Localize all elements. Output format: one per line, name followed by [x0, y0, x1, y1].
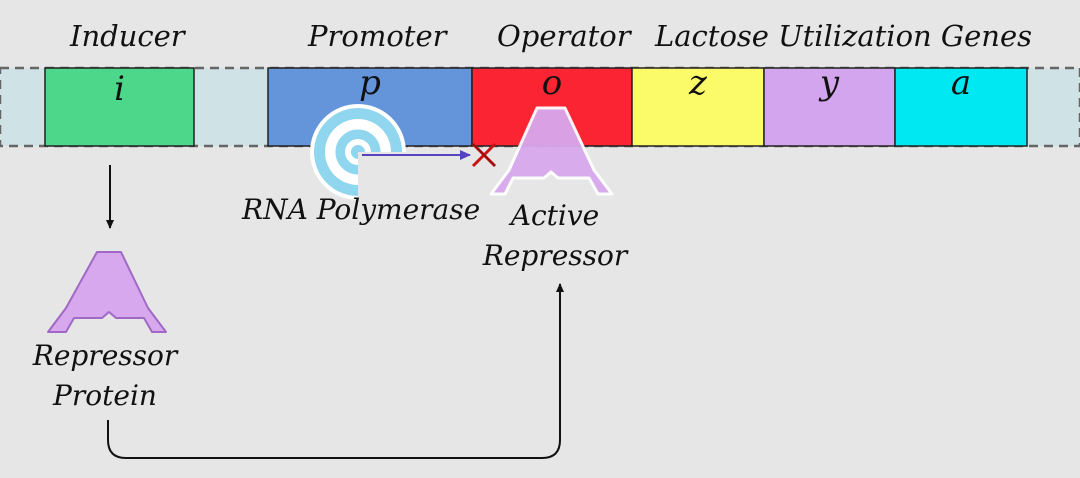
active-repressor-label: Active Repressor [480, 196, 630, 276]
repressor-protein-label: Repressor Protein [30, 336, 180, 416]
gene-i-label: i [114, 69, 125, 109]
active-repressor-shape [489, 106, 614, 196]
header-promoter: Promoter [308, 19, 447, 53]
header-inducer: Inducer [70, 19, 185, 53]
header-operator: Operator [497, 19, 631, 53]
gene-a-block [894, 67, 1028, 147]
gene-i-block [44, 67, 195, 147]
gene-o-label: o [541, 63, 563, 103]
gene-a-label: a [950, 63, 972, 103]
active-repressor-line-1: Active [510, 199, 600, 232]
gene-y-label: y [819, 63, 840, 103]
repressor-protein-line-2: Protein [53, 379, 157, 412]
gene-z-label: z [689, 63, 707, 103]
block-mark-icon [471, 142, 497, 168]
header-lactose-genes: Lactose Utilization Genes [655, 19, 1032, 53]
active-repressor-line-2: Repressor [482, 239, 628, 272]
repressor-protein-shape [47, 251, 167, 333]
rna-polymerase-shape [310, 104, 408, 202]
binding-arrow [107, 283, 564, 459]
gene-p-label: p [359, 63, 381, 103]
repressor-protein-line-1: Repressor [32, 339, 178, 372]
rna-polymerase-label: RNA Polymerase [242, 193, 481, 226]
